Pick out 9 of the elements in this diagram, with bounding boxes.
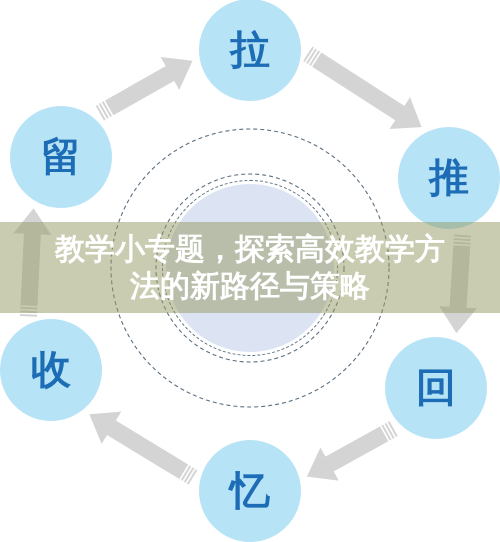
- step-circle: 推: [398, 127, 500, 229]
- step-circle: 忆: [199, 440, 301, 542]
- arrow: [439, 234, 477, 334]
- step-circle: 回: [385, 337, 487, 439]
- step-circle: 收: [0, 319, 102, 421]
- step-circle: 拉: [199, 0, 301, 101]
- step-circle: 留: [10, 106, 112, 208]
- title-banner: 教学小专题，探索高效教学方法的新路径与策略: [0, 222, 500, 313]
- arrow: [13, 208, 52, 317]
